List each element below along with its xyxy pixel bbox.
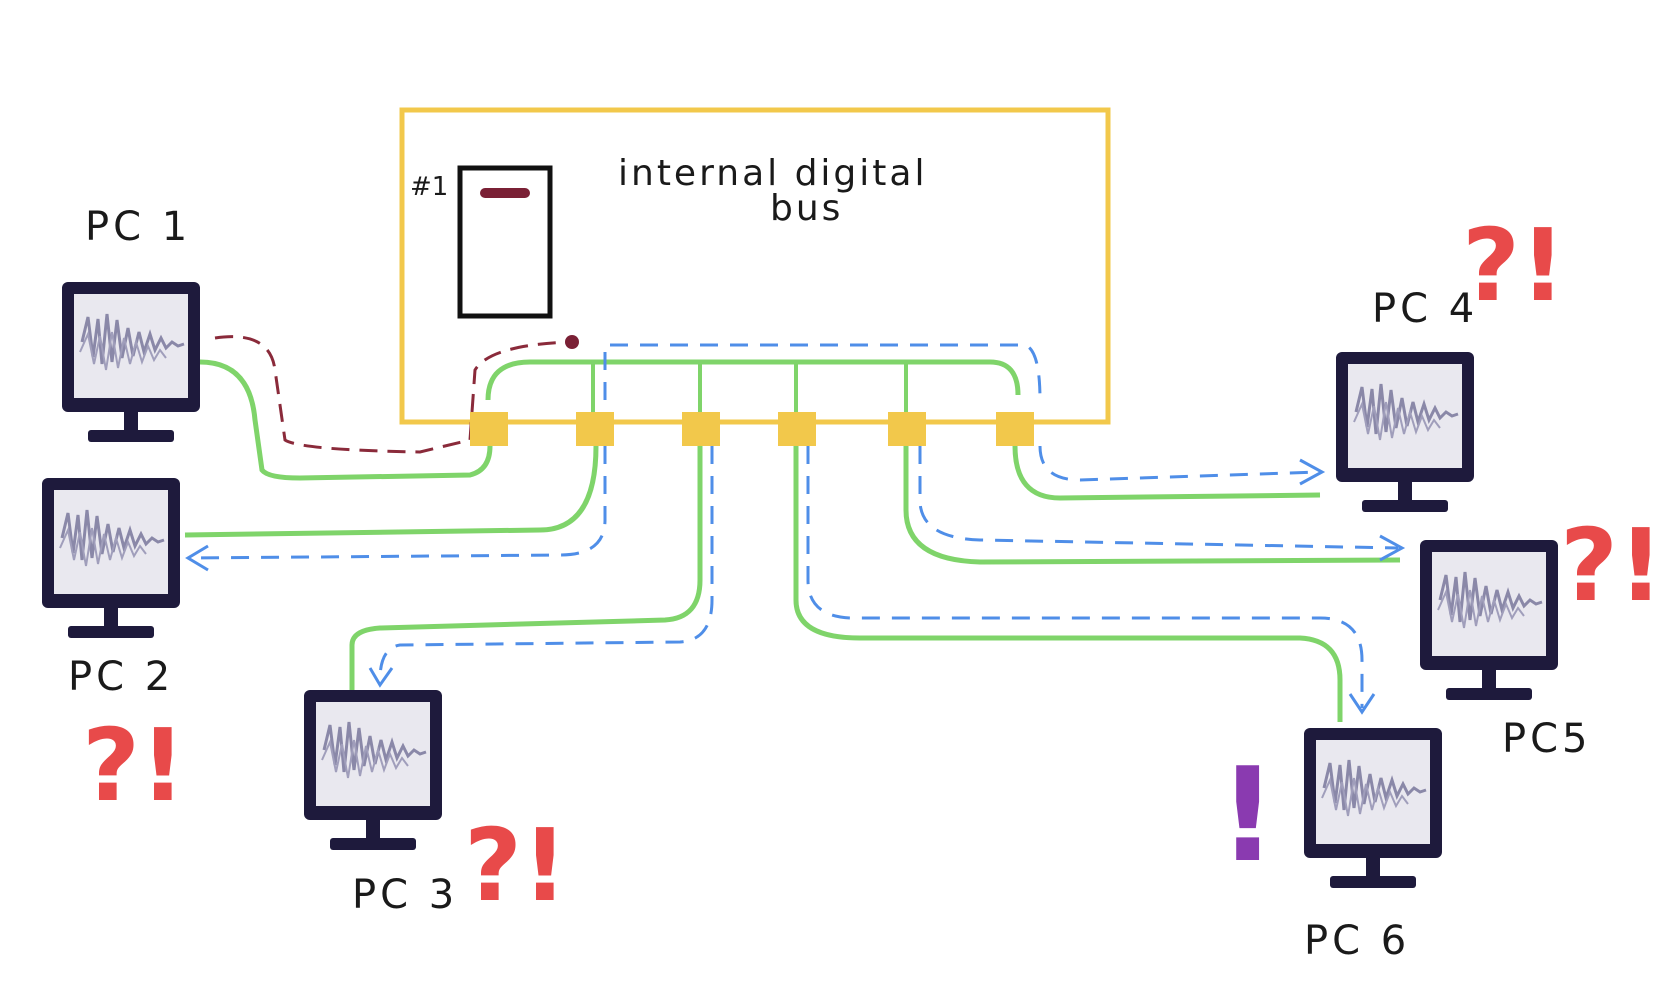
pc2-monitor-icon [40,476,182,640]
pc1-label: PC 1 [85,204,191,250]
arrowhead-pc3 [368,667,394,688]
pc5-confused-mark: ?! [1560,507,1664,624]
switch-port-1 [470,412,508,446]
pc4-monitor-icon [1334,350,1476,514]
switch-port-2 [576,412,614,446]
cable-pc5 [903,446,1401,565]
broadcast-pc3 [378,446,714,681]
switch-port-4 [778,412,816,446]
card-link-endpoint [565,335,579,349]
switch-port-6 [996,412,1034,446]
bus-broadcast [603,343,1042,401]
broadcast-pc6 [806,446,1364,708]
broadcast-paths [189,445,1399,708]
broadcast-pc2 [189,446,607,560]
cable-pc6 [793,446,1343,722]
pc5-monitor-icon [1418,538,1560,702]
cable-pc4 [1012,445,1321,501]
pc4-label: PC 4 [1372,286,1478,332]
switch-ports [470,412,1034,446]
arrowhead-pc5 [1379,534,1406,562]
card-link [214,335,571,454]
pc6-alert-mark: ! [1218,739,1277,891]
pc3-label: PC 3 [352,872,458,918]
pc2-confused-mark: ?! [82,707,186,824]
broadcast-pc5 [918,446,1399,550]
port-ties [591,362,908,418]
switch-port-5 [888,412,926,446]
arrowheads [185,458,1406,715]
cables [184,359,1401,722]
switch-title: internal digital [618,153,927,194]
pc4-confused-mark: ?! [1462,207,1566,324]
switch-box [399,107,1111,425]
pc3-monitor-icon [302,688,444,852]
line-card [457,165,553,319]
confusion-marks: ?! ?! ?! ?! [82,207,1664,924]
card-label: #1 [410,172,448,202]
pc6-monitor-icon [1302,726,1444,890]
cable-pc3 [349,446,703,690]
arrowhead-pc2 [185,544,209,572]
pc2-label: PC 2 [68,654,174,700]
bus-line [485,359,1021,401]
pc5-label: PC5 [1502,716,1592,762]
pc1-monitor-icon [60,280,202,444]
cable-pc2 [184,445,599,538]
pc6-label: PC 6 [1304,918,1410,964]
line-card-led [480,188,530,198]
arrowhead-pc4 [1299,458,1326,486]
cable-pc1 [199,359,493,481]
pc3-confused-mark: ?! [464,807,568,924]
arrowhead-pc6 [1348,693,1376,715]
switch-port-3 [682,412,720,446]
switch-subtitle: bus [770,188,843,229]
broadcast-pc4 [1038,445,1319,482]
